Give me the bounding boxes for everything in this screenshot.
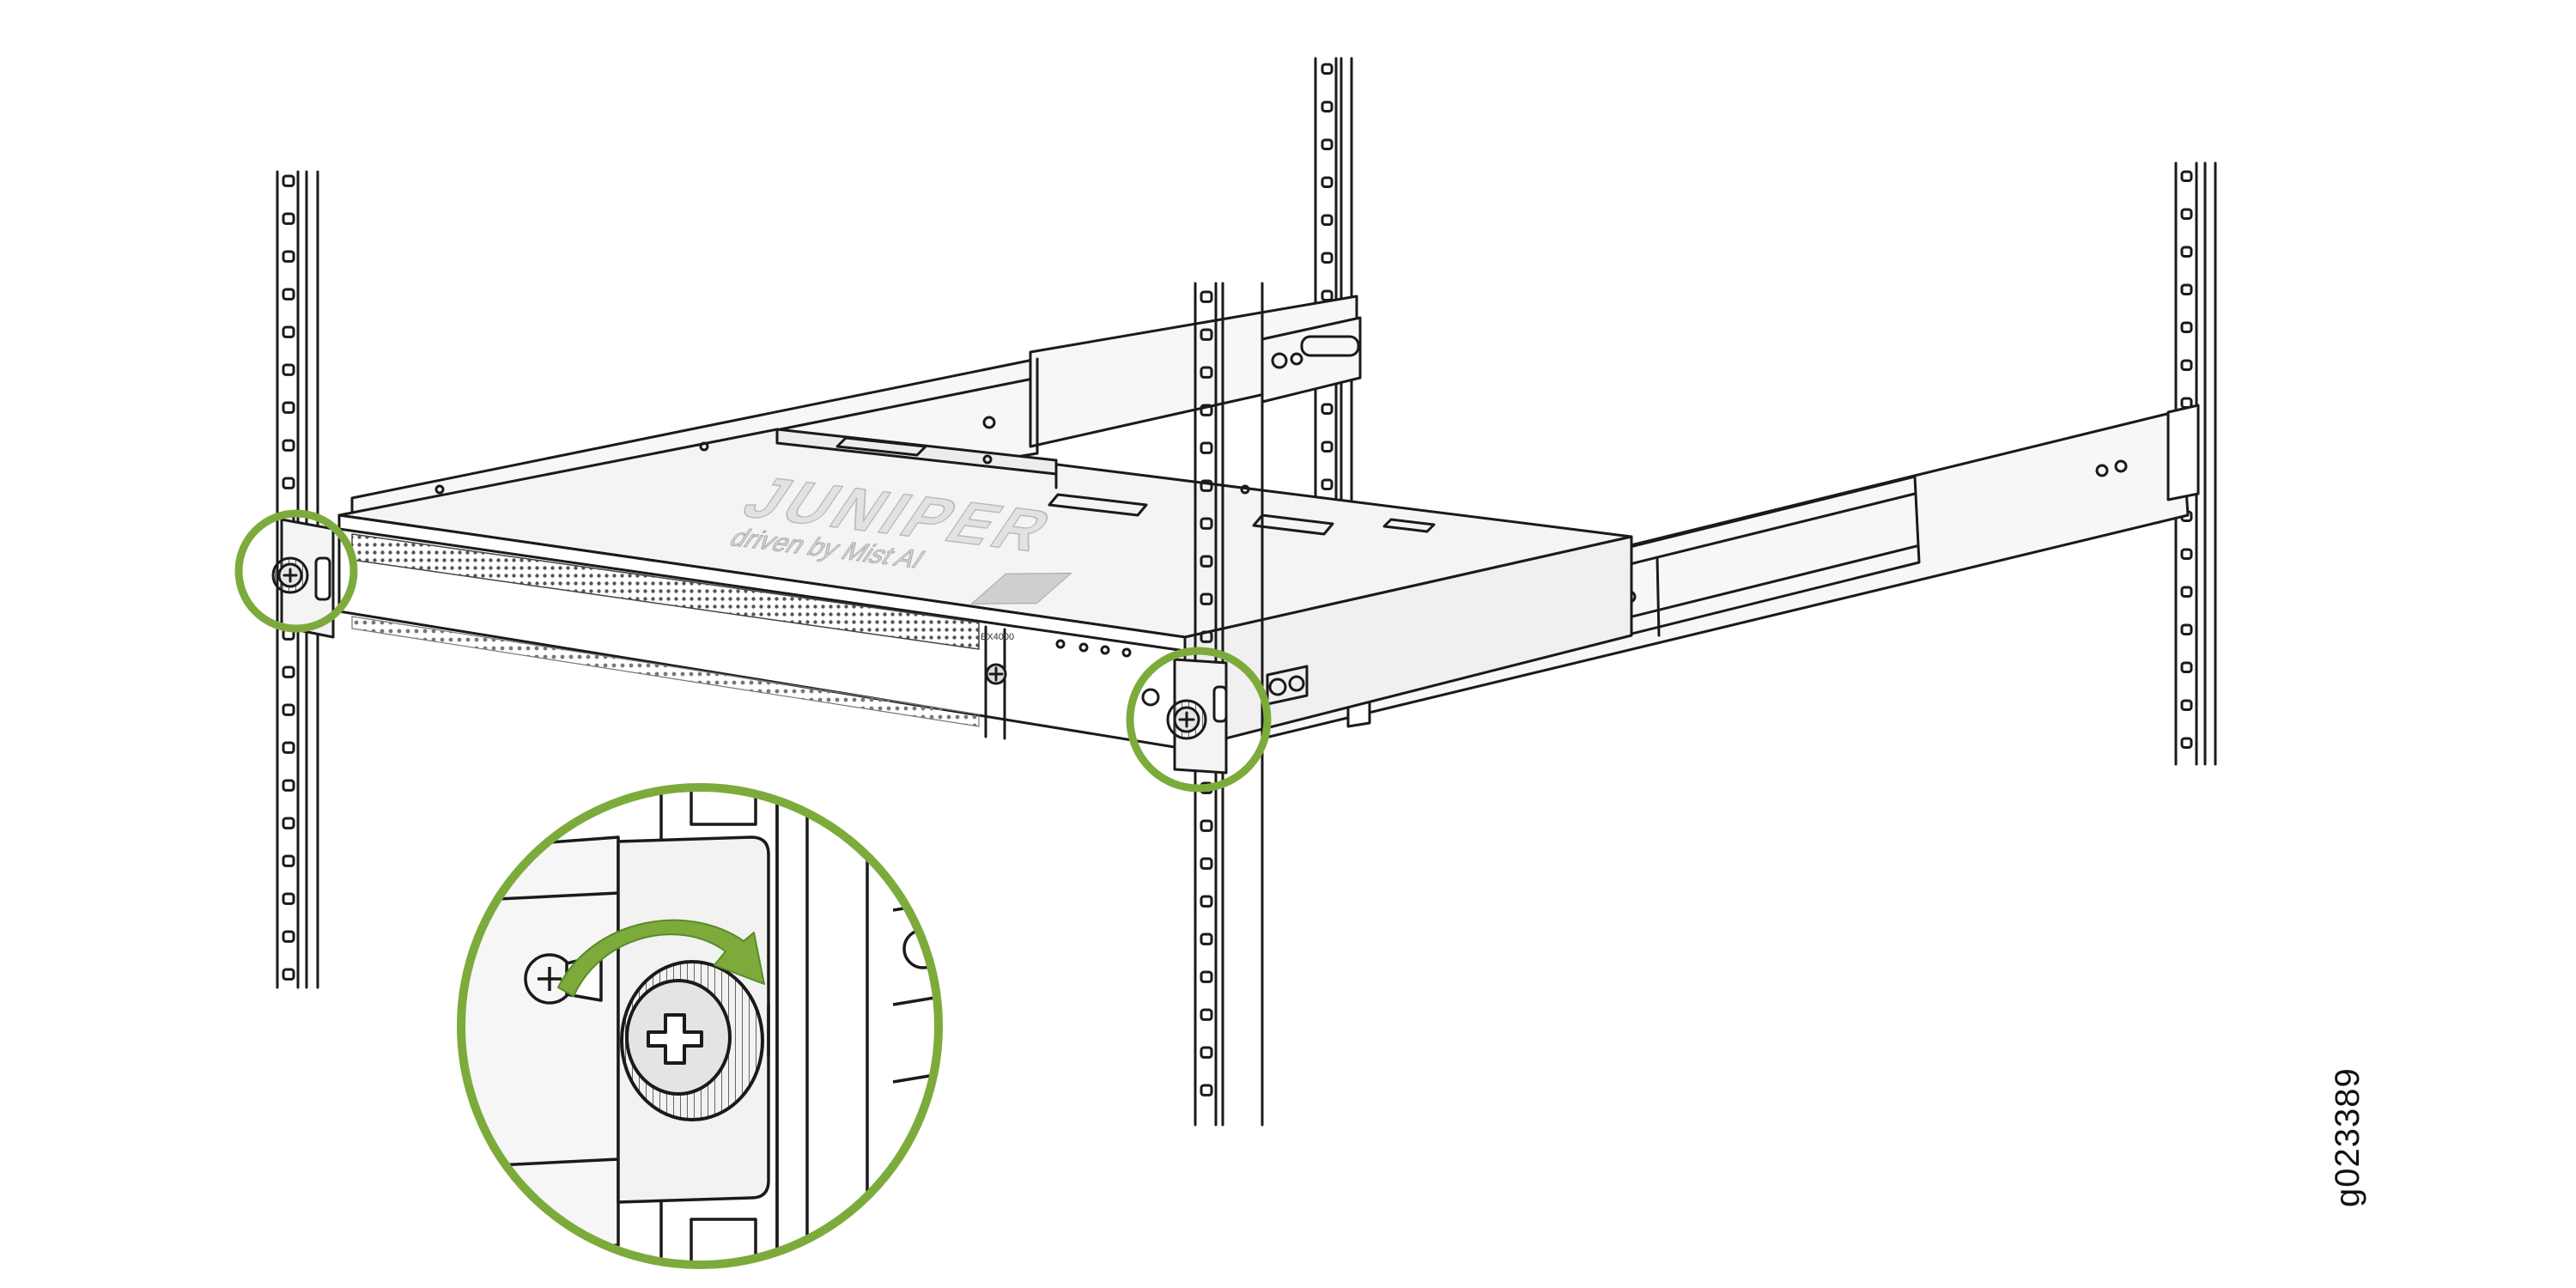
status-led-row	[1055, 639, 1132, 658]
rotate-clockwise-arrow-icon	[557, 919, 765, 997]
callout-left-thumbscrew	[234, 509, 358, 633]
zoom-detail-view	[457, 783, 943, 1269]
rack-hole	[1321, 478, 1334, 490]
rack-hole	[282, 968, 295, 981]
model-label: EX4000	[981, 632, 1014, 642]
rack-hole	[1200, 630, 1213, 643]
rack-hole	[282, 325, 295, 338]
switch-chassis	[337, 428, 1633, 750]
rack-hole	[1200, 819, 1213, 832]
rack-hole	[2180, 283, 2193, 295]
rack-hole	[282, 854, 295, 867]
rack-hole	[1200, 555, 1213, 568]
rack-hole	[1200, 479, 1213, 492]
rack-hole	[1321, 403, 1334, 415]
rack-hole	[282, 665, 295, 678]
rack-hole	[2180, 359, 2193, 371]
left-thumbscrew-icon	[271, 556, 309, 594]
rack-hole	[2180, 623, 2193, 635]
rack-hole	[282, 174, 295, 187]
rack-hole	[1200, 895, 1213, 908]
rack-hole	[282, 288, 295, 301]
rack-hole	[1200, 441, 1213, 454]
rack-hole	[282, 892, 295, 905]
rack-hole	[1200, 404, 1213, 416]
rack-hole	[282, 439, 295, 452]
rack-hole	[1200, 290, 1213, 303]
rack-hole	[1321, 214, 1334, 226]
rack-hole	[1200, 933, 1213, 945]
rack-hole	[2180, 170, 2193, 182]
rack-hole	[1200, 366, 1213, 379]
rack-hole	[282, 477, 295, 489]
rack-hole	[1200, 1084, 1213, 1097]
rack-hole	[282, 363, 295, 376]
rack-hole	[282, 703, 295, 716]
rack-hole	[2180, 699, 2193, 711]
rack-hole	[1200, 328, 1213, 341]
rack-hole	[2180, 586, 2193, 598]
rack-hole	[1321, 252, 1334, 264]
rack-hole	[2180, 321, 2193, 333]
rack-hole	[1200, 857, 1213, 870]
rack-hole	[1321, 440, 1334, 453]
rack-hole	[282, 250, 295, 263]
callout-right-thumbscrew	[1126, 647, 1272, 793]
rack-hole	[1200, 1008, 1213, 1021]
rack-hole	[282, 212, 295, 225]
rack-hole	[2180, 548, 2193, 560]
phillips-screw-icon	[620, 960, 764, 1121]
rear-left-rack-post	[1314, 57, 1353, 504]
rack-hole	[282, 817, 295, 829]
rack-hole	[282, 741, 295, 754]
right-thumbscrew-icon	[1141, 688, 1207, 740]
rack-hole	[1200, 1046, 1213, 1059]
rack-hole	[282, 930, 295, 943]
rack-hole	[2180, 661, 2193, 673]
rack-hole	[1321, 100, 1334, 112]
rack-hole	[1200, 517, 1213, 530]
rack-hole	[1321, 63, 1334, 75]
rack-hole	[2180, 246, 2193, 258]
rack-hole	[2180, 208, 2193, 220]
rack-hole	[1321, 138, 1334, 150]
rack-hole	[1321, 289, 1334, 301]
figure-id-label: g023389	[2329, 1067, 2366, 1207]
rack-hole	[1200, 592, 1213, 605]
rack-hole	[282, 779, 295, 792]
rack-hole	[1321, 176, 1334, 188]
rack-hole	[282, 401, 295, 414]
rack-hole	[2180, 737, 2193, 749]
rack-hole	[1200, 970, 1213, 983]
svg-text:EX4000: EX4000	[981, 632, 1014, 642]
